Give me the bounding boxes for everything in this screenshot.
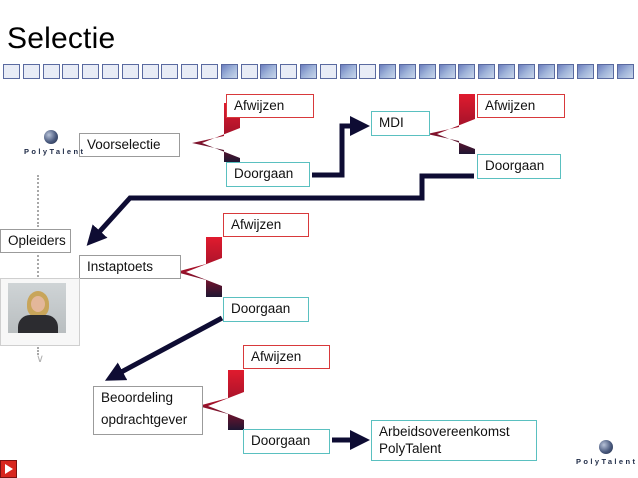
dotted-timeline-upper <box>37 175 39 227</box>
decorative-square-band <box>0 64 638 82</box>
decorative-square <box>340 64 357 79</box>
decorative-square <box>379 64 396 79</box>
decorative-square <box>439 64 456 79</box>
decorative-square <box>122 64 139 79</box>
decorative-square <box>241 64 258 79</box>
decorative-square <box>23 64 40 79</box>
arrow-doorgaan-to-opleiders <box>86 173 474 246</box>
arrow-doorgaan-to-beoordeling <box>104 315 224 381</box>
decorative-square <box>320 64 337 79</box>
decorative-square <box>300 64 317 79</box>
doorgaan-box-3: Doorgaan <box>223 297 309 322</box>
decorative-square <box>538 64 555 79</box>
beoordeling-line-2: opdrachtgever <box>101 411 188 427</box>
mdi-box: MDI <box>371 111 430 136</box>
instaptoets-box: Instaptoets <box>79 255 181 279</box>
globe-icon <box>599 440 613 454</box>
afwijzen-box-3: Afwijzen <box>223 213 309 237</box>
decorative-square <box>478 64 495 79</box>
globe-icon <box>44 130 58 144</box>
decorative-square <box>142 64 159 79</box>
decorative-square <box>221 64 238 79</box>
opleiders-box: Opleiders <box>0 229 71 253</box>
decorative-square <box>161 64 178 79</box>
decorative-square <box>102 64 119 79</box>
dotted-timeline-lower <box>37 347 39 355</box>
voorselectie-box: Voorselectie <box>79 133 180 157</box>
decorative-square <box>359 64 376 79</box>
play-icon[interactable] <box>0 460 17 478</box>
afwijzen-box-2: Afwijzen <box>477 94 565 118</box>
candidate-photo <box>0 278 80 346</box>
arbeidsovereenkomst-box: Arbeidsovereenkomst PolyTalent <box>371 420 537 461</box>
polytalent-logo-bottom: PolyTalent <box>576 440 636 466</box>
decorative-square <box>201 64 218 79</box>
decision-chevron-2 <box>427 94 475 154</box>
logo-name: PolyTalent <box>576 457 638 466</box>
decorative-square <box>260 64 277 79</box>
arbeid-line-2: PolyTalent <box>379 440 442 456</box>
beoordeling-line-1: Beoordeling <box>101 390 174 405</box>
decorative-square <box>597 64 614 79</box>
afwijzen-box-1: Afwijzen <box>226 94 314 118</box>
polytalent-logo-top: PolyTalent <box>24 130 86 156</box>
arbeid-line-1: Arbeidsovereenkomst <box>379 424 510 439</box>
doorgaan-box-1: Doorgaan <box>226 162 310 187</box>
beoordeling-box: Beoordeling opdrachtgever <box>93 386 203 435</box>
chevron-down-icon: ∨ <box>36 353 45 365</box>
decorative-square <box>577 64 594 79</box>
decorative-square <box>458 64 475 79</box>
decorative-square <box>617 64 634 79</box>
arrow-doorgaan-to-mdi <box>312 116 370 178</box>
decorative-square <box>399 64 416 79</box>
decorative-square <box>181 64 198 79</box>
decorative-square <box>518 64 535 79</box>
decorative-square <box>557 64 574 79</box>
decision-chevron-4 <box>198 370 244 430</box>
logo-name: PolyTalent <box>24 147 86 156</box>
decorative-square <box>43 64 60 79</box>
afwijzen-box-4: Afwijzen <box>243 345 330 369</box>
slide-title: Selectie <box>7 22 116 55</box>
decorative-square <box>3 64 20 79</box>
decorative-square <box>498 64 515 79</box>
decorative-square <box>62 64 79 79</box>
decorative-square <box>82 64 99 79</box>
decision-chevron-3 <box>176 237 222 297</box>
dotted-timeline-middle <box>37 255 39 277</box>
decorative-square <box>419 64 436 79</box>
decorative-square <box>280 64 297 79</box>
doorgaan-box-4: Doorgaan <box>243 429 330 454</box>
doorgaan-box-2: Doorgaan <box>477 154 561 179</box>
